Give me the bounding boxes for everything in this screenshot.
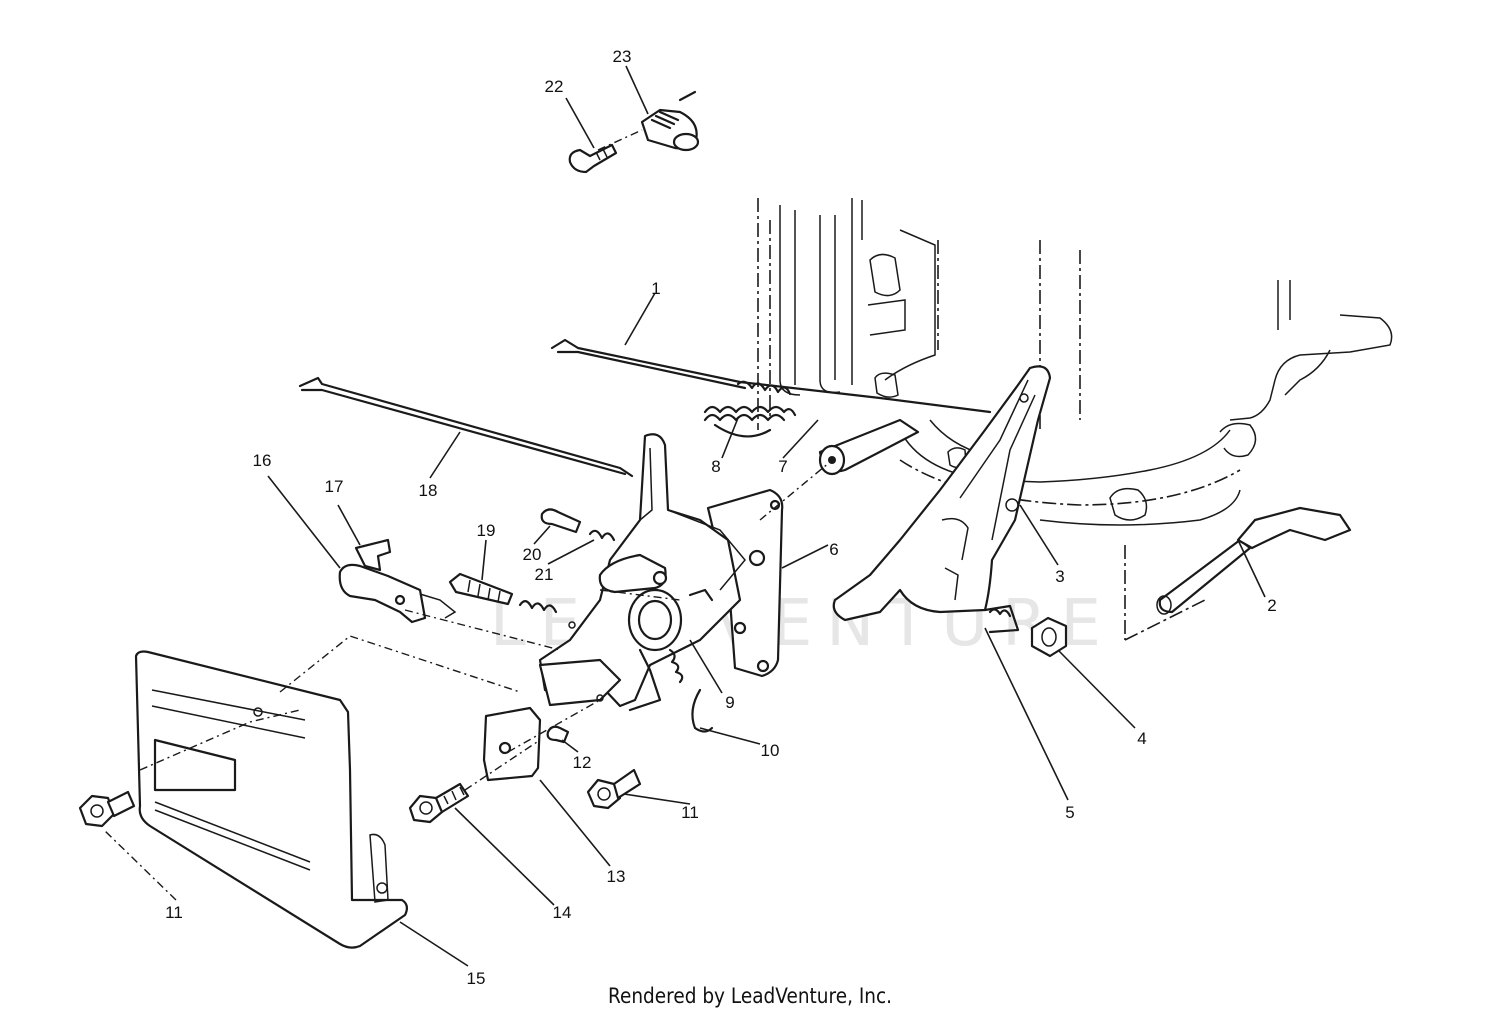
part-4-nut — [1030, 616, 1068, 658]
part-19-screw — [448, 572, 514, 606]
callout-2: 2 — [1267, 596, 1276, 615]
callout-20: 20 — [523, 545, 542, 564]
part-1-governor-rod — [550, 338, 992, 414]
callout-19: 19 — [477, 521, 496, 540]
part-6-bracket-plate — [706, 488, 784, 678]
part-7-bushing — [818, 418, 920, 476]
callout-6: 6 — [829, 540, 838, 559]
part-16-slider-plate — [338, 538, 457, 624]
callout-9: 9 — [725, 693, 734, 712]
part-14-bolt — [408, 782, 470, 824]
callout-22: 22 — [545, 77, 564, 96]
callout-11a: 11 — [165, 903, 183, 922]
callout-17: 17 — [325, 477, 344, 496]
callout-14: 14 — [553, 903, 572, 922]
callout-5: 5 — [1065, 803, 1074, 822]
callout-13: 13 — [607, 867, 626, 886]
callout-23: 23 — [613, 47, 632, 66]
part-11-bolt-left — [78, 790, 136, 828]
assembly-phantom-lines — [139, 129, 831, 791]
callout-labels: 1 2 3 4 5 6 7 8 9 10 11 11 12 13 14 15 1… — [165, 47, 1277, 988]
callout-8: 8 — [711, 457, 720, 476]
callout-18: 18 — [419, 481, 438, 500]
part-13-clip — [482, 706, 542, 782]
callout-3: 3 — [1055, 567, 1064, 586]
part-19-spring — [518, 600, 558, 614]
part-18-link-rod — [298, 376, 634, 478]
footer-credit: Rendered by LeadVenture, Inc. — [607, 984, 893, 1008]
callout-12: 12 — [573, 753, 592, 772]
part-15-cover-plate — [134, 650, 409, 949]
callout-10: 10 — [761, 741, 780, 760]
part-5-governor-lever — [832, 365, 1052, 634]
part-12-screw — [546, 725, 570, 744]
callout-leaders — [103, 65, 1266, 967]
engine-block-outline — [757, 198, 1393, 641]
callout-4: 4 — [1137, 729, 1146, 748]
part-11-bolt-right — [586, 768, 642, 810]
callout-11b: 11 — [681, 803, 699, 822]
part-23-cable-clamp — [640, 90, 700, 152]
part-22-screw — [568, 143, 618, 174]
callout-21: 21 — [535, 565, 554, 584]
callout-16: 16 — [253, 451, 272, 470]
callout-7: 7 — [778, 457, 787, 476]
callout-1: 1 — [651, 279, 660, 298]
control-lever-assembly — [538, 433, 746, 733]
part-2-governor-shaft — [1156, 506, 1352, 615]
callout-15: 15 — [467, 969, 486, 988]
part-8-spring — [703, 405, 797, 438]
part-20-screw — [540, 508, 616, 542]
